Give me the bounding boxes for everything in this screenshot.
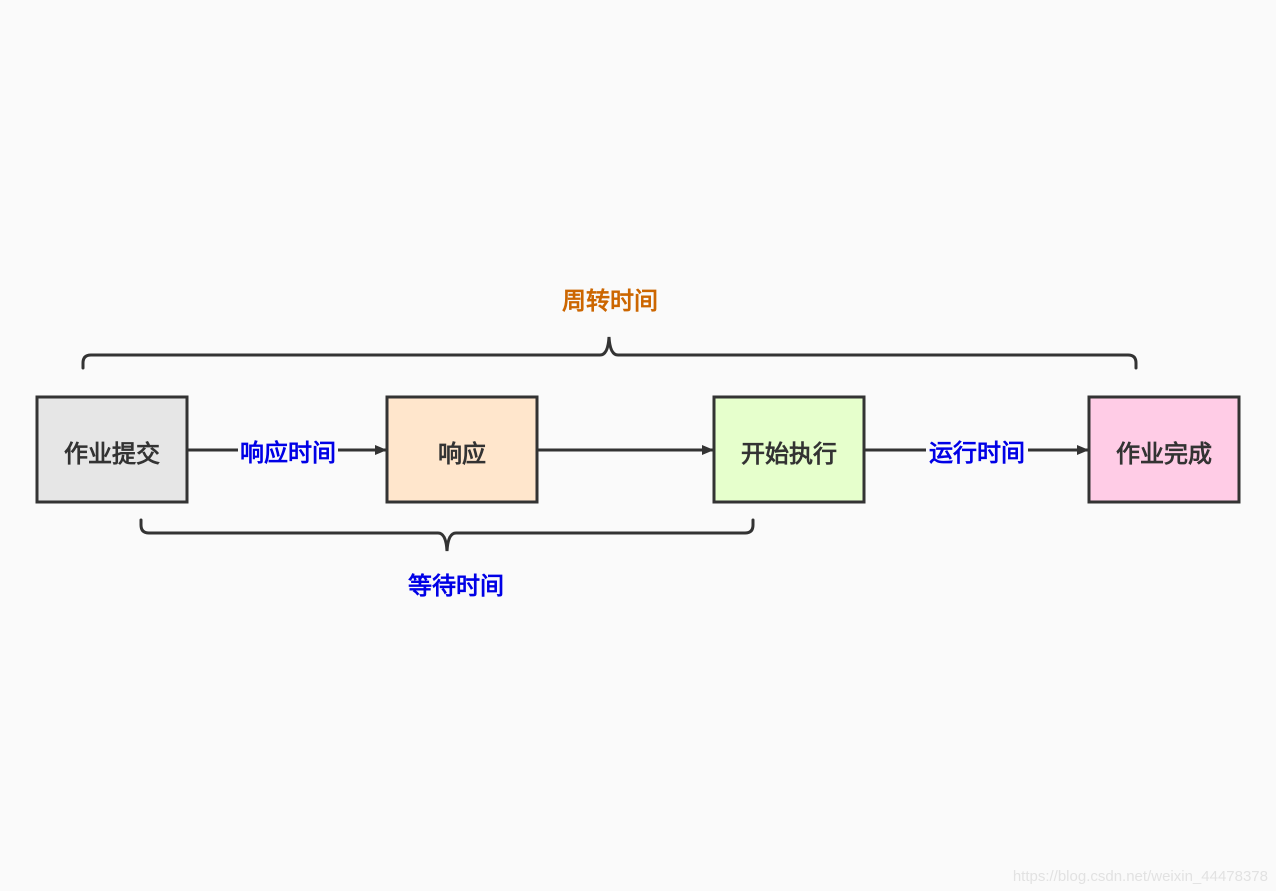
response-time-label-bg [238,436,338,466]
node-start-label: 开始执行 [741,440,837,468]
response-time-label: 响应时间 [240,439,336,467]
node-start-box [712,395,866,504]
waiting-label: 等待时间 [408,572,504,600]
node-submit-box [35,395,189,504]
node-response: 响应 [385,395,539,504]
node-complete-box [1087,395,1241,504]
node-response-label: 响应 [438,440,486,468]
run-time-label-bg [926,436,1028,466]
watermark-text: https://blog.csdn.net/weixin_44478378 [1012,868,1268,885]
node-submit: 作业提交 [35,395,189,504]
node-complete: 作业完成 [1087,395,1241,504]
turnaround-brace [81,336,1138,370]
node-complete-label: 作业完成 [1116,440,1212,468]
node-response-box [385,395,539,504]
run-time-label: 运行时间 [929,439,1025,467]
waiting-brace [139,518,755,552]
node-submit-label: 作业提交 [64,440,160,468]
node-start: 开始执行 [712,395,866,504]
turnaround-label: 周转时间 [562,287,658,315]
